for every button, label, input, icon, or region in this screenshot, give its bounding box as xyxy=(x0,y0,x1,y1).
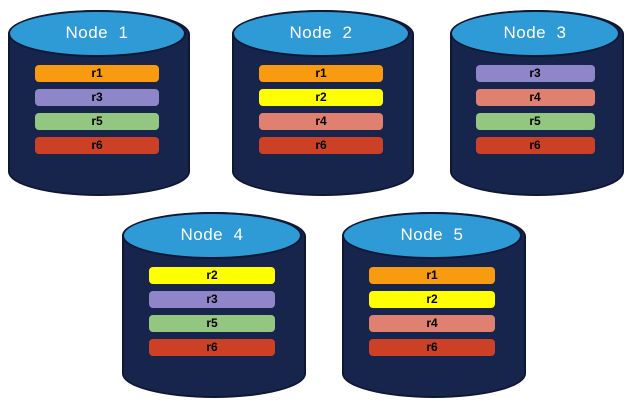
node-label: Node 4 xyxy=(180,224,244,244)
replica-bar-r5[interactable]: r5 xyxy=(149,314,275,332)
replica-label: r3 xyxy=(529,66,541,81)
replica-label: r1 xyxy=(91,66,103,81)
replica-label: r6 xyxy=(529,138,541,153)
replica-bar-r5[interactable]: r5 xyxy=(475,112,595,130)
replica-label: r4 xyxy=(529,90,541,105)
database-node-5[interactable]: Node 5 r1 r2 r4 r6 xyxy=(342,212,526,398)
node-label: Node 1 xyxy=(65,22,129,42)
replica-bar-r4[interactable]: r4 xyxy=(475,88,595,106)
node-label: Node 2 xyxy=(289,22,353,42)
replica-bar-r1[interactable]: r1 xyxy=(34,64,160,82)
replica-list: r2 r3 r5 r6 xyxy=(149,266,275,356)
node-label: Node 3 xyxy=(503,22,567,42)
replica-label: r6 xyxy=(91,138,103,153)
replica-list: r1 r3 r5 r6 xyxy=(34,64,160,154)
replica-list: r1 r2 r4 r6 xyxy=(258,64,384,154)
replica-bar-r6[interactable]: r6 xyxy=(369,338,495,356)
replica-label: r5 xyxy=(206,316,218,331)
replica-label: r6 xyxy=(206,340,218,355)
replica-label: r5 xyxy=(91,114,103,129)
database-node-4[interactable]: Node 4 r2 r3 r5 r6 xyxy=(122,212,306,398)
replica-bar-r3[interactable]: r3 xyxy=(34,88,160,106)
replica-bar-r2[interactable]: r2 xyxy=(258,88,384,106)
replica-bar-r6[interactable]: r6 xyxy=(258,136,384,154)
replica-label: r2 xyxy=(206,268,218,283)
database-node-3[interactable]: Node 3 r3 r4 r5 r6 xyxy=(450,10,624,196)
replica-label: r4 xyxy=(426,316,438,331)
node-label: Node 5 xyxy=(400,224,464,244)
replica-label: r2 xyxy=(315,90,327,105)
replica-bar-r4[interactable]: r4 xyxy=(369,314,495,332)
database-node-2[interactable]: Node 2 r1 r2 r4 r6 xyxy=(232,10,414,196)
database-node-1[interactable]: Node 1 r1 r3 r5 r6 xyxy=(8,10,190,196)
replica-bar-r5[interactable]: r5 xyxy=(34,112,160,130)
replica-label: r4 xyxy=(315,114,327,129)
replica-label: r5 xyxy=(529,114,541,129)
replica-label: r1 xyxy=(315,66,327,81)
replica-bar-r2[interactable]: r2 xyxy=(369,290,495,308)
replica-label: r2 xyxy=(426,292,438,307)
cylinder-top-ellipse: Node 5 xyxy=(342,212,522,260)
cylinder-top-ellipse: Node 4 xyxy=(122,212,302,260)
cylinder-top-ellipse: Node 2 xyxy=(232,10,410,58)
replica-bar-r6[interactable]: r6 xyxy=(34,136,160,154)
replica-bar-r1[interactable]: r1 xyxy=(369,266,495,284)
replica-label: r6 xyxy=(315,138,327,153)
replica-bar-r4[interactable]: r4 xyxy=(258,112,384,130)
cylinder-top-ellipse: Node 1 xyxy=(8,10,186,58)
replica-label: r1 xyxy=(426,268,438,283)
replica-bar-r6[interactable]: r6 xyxy=(149,338,275,356)
replica-label: r6 xyxy=(426,340,438,355)
replica-bar-r2[interactable]: r2 xyxy=(149,266,275,284)
replica-list: r1 r2 r4 r6 xyxy=(369,266,495,356)
replica-bar-r3[interactable]: r3 xyxy=(475,64,595,82)
replica-label: r3 xyxy=(206,292,218,307)
replica-bar-r6[interactable]: r6 xyxy=(475,136,595,154)
replica-bar-r1[interactable]: r1 xyxy=(258,64,384,82)
replica-label: r3 xyxy=(91,90,103,105)
replica-list: r3 r4 r5 r6 xyxy=(475,64,595,154)
replica-bar-r3[interactable]: r3 xyxy=(149,290,275,308)
cylinder-top-ellipse: Node 3 xyxy=(450,10,620,58)
